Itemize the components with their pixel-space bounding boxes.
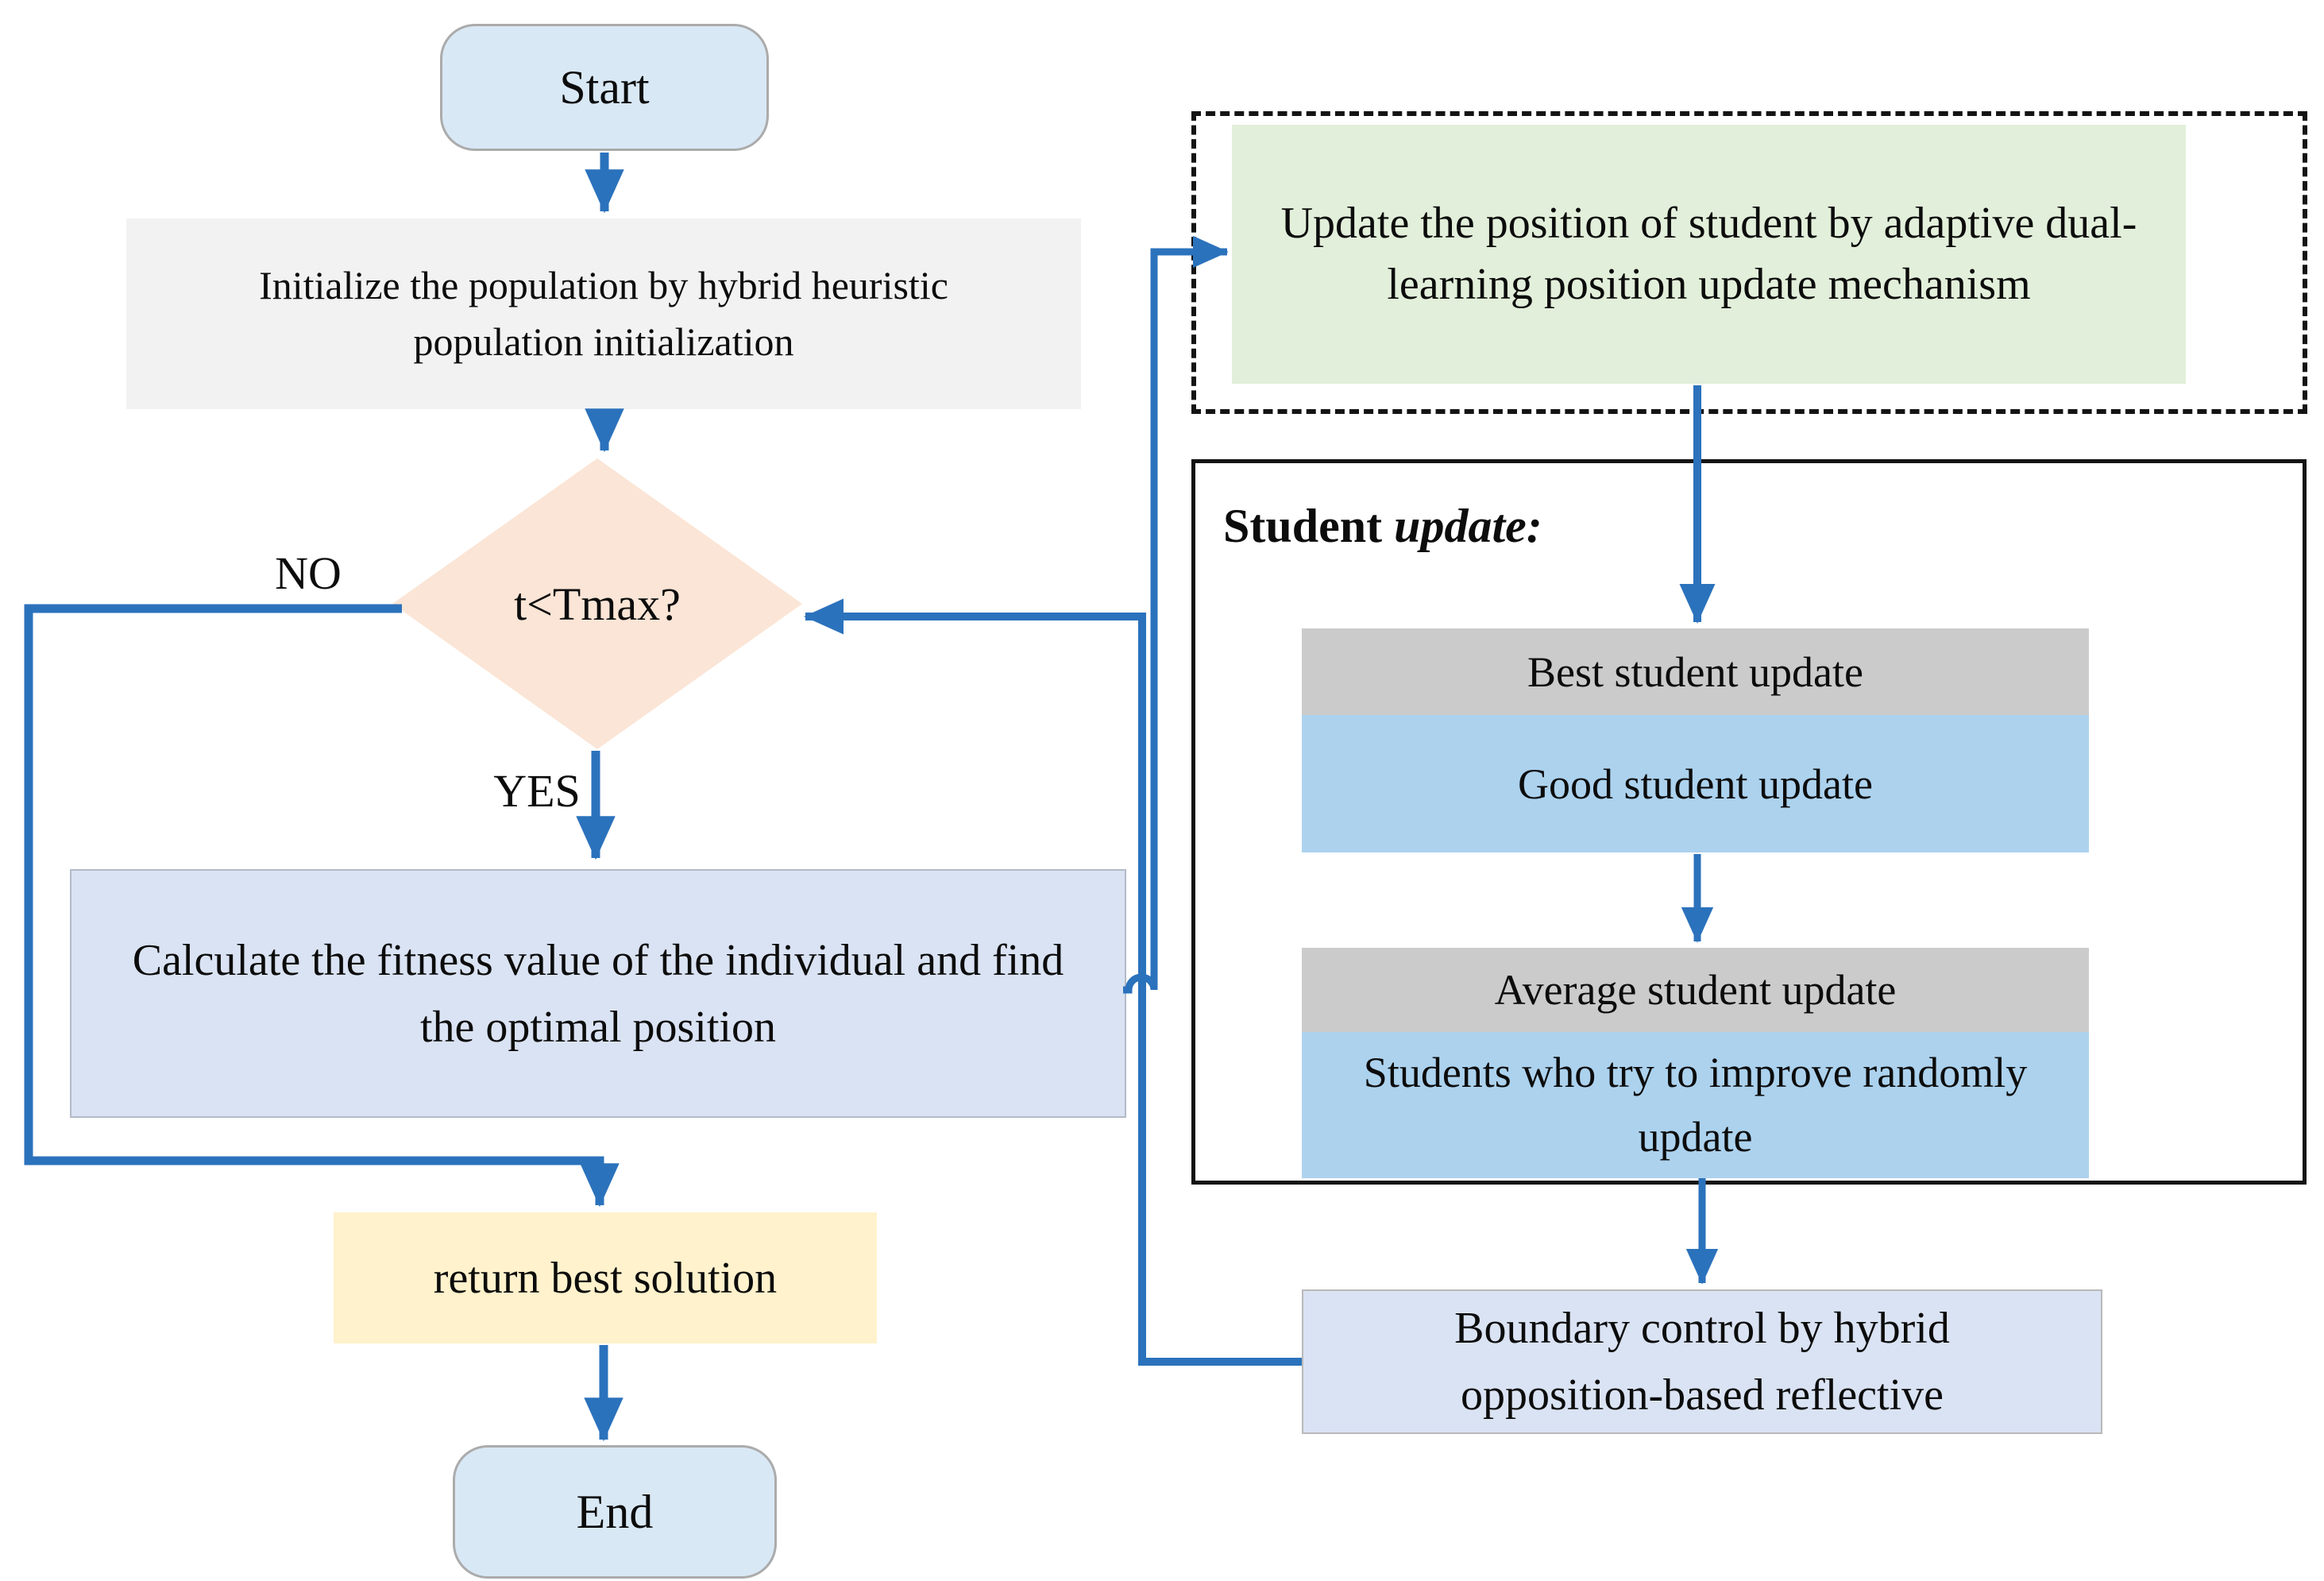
good-student-update-bar: Good student update [1302, 715, 2089, 852]
student-update-group-title: Student update: [1223, 499, 1542, 554]
node-return-best-solution: return best solution [334, 1212, 877, 1343]
update-position-label: Update the position of student by adapti… [1280, 198, 2137, 309]
random-improve-update-bar: Students who try to improve randomly upd… [1302, 1032, 2089, 1178]
end-label: End [576, 1485, 654, 1538]
node-end: End [453, 1445, 777, 1579]
node-initialize-population: Initialize the population by hybrid heur… [126, 218, 1081, 409]
best-student-update-label: Best student update [1527, 647, 1863, 696]
random-improve-update-label: Students who try to improve randomly upd… [1363, 1049, 2028, 1161]
decision-label-wrap: t<Tmax? [392, 458, 802, 749]
node-update-position: Update the position of student by adapti… [1232, 125, 2186, 384]
no-branch-label: NO [275, 547, 342, 599]
return-best-solution-label: return best solution [433, 1253, 778, 1303]
average-student-update-bar: Average student update [1302, 948, 2089, 1032]
node-boundary-control: Boundary control by hybrid opposition-ba… [1302, 1289, 2102, 1434]
group-title-bold: Student [1223, 500, 1383, 552]
node-calculate-fitness: Calculate the fitness value of the indiv… [70, 869, 1126, 1118]
yes-branch-label: YES [493, 765, 581, 817]
best-student-update-bar: Best student update [1302, 628, 2089, 715]
node-start: Start [440, 24, 769, 151]
decision-label: t<Tmax? [514, 578, 681, 630]
good-student-update-label: Good student update [1518, 760, 1873, 808]
group-title-italic: update: [1394, 500, 1542, 552]
calculate-fitness-label: Calculate the fitness value of the indiv… [132, 935, 1064, 1052]
initialize-population-label: Initialize the population by hybrid heur… [259, 263, 948, 364]
average-student-update-label: Average student update [1494, 966, 1897, 1014]
boundary-control-label: Boundary control by hybrid opposition-ba… [1454, 1304, 1950, 1420]
start-label: Start [559, 60, 650, 114]
